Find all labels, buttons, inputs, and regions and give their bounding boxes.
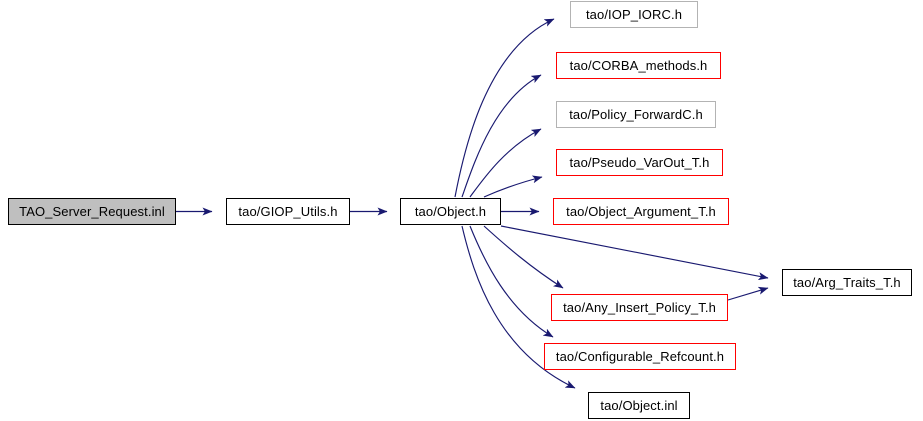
node-label: tao/GIOP_Utils.h — [238, 204, 338, 219]
node-object-argument-t-h[interactable]: tao/Object_Argument_T.h — [553, 198, 729, 225]
edge-object-to-pseudo-varout — [483, 175, 543, 198]
node-label: tao/Object.inl — [600, 398, 678, 413]
node-pseudo-varout-t-h[interactable]: tao/Pseudo_VarOut_T.h — [556, 149, 723, 176]
node-label: TAO_Server_Request.inl — [19, 204, 165, 219]
edge-object-to-configurable-refcount — [469, 225, 554, 338]
node-label: tao/Object_Argument_T.h — [566, 204, 716, 219]
node-label: tao/Arg_Traits_T.h — [793, 275, 901, 290]
edge-object-to-policy-forwardc — [469, 128, 542, 198]
node-giop-utils-h[interactable]: tao/GIOP_Utils.h — [226, 198, 350, 225]
edge-object-to-iop-iorc — [454, 18, 555, 198]
node-configurable-refcount-h[interactable]: tao/Configurable_Refcount.h — [544, 343, 736, 370]
node-object-h[interactable]: tao/Object.h — [400, 198, 501, 225]
node-label: tao/Object.h — [414, 204, 487, 219]
node-corba-methods-h[interactable]: tao/CORBA_methods.h — [556, 52, 721, 79]
node-label: tao/Any_Insert_Policy_T.h — [563, 300, 716, 315]
node-label: tao/Configurable_Refcount.h — [555, 349, 725, 364]
edge-any-insert-policy-to-arg-traits — [727, 286, 769, 301]
node-label: tao/CORBA_methods.h — [569, 58, 708, 73]
edge-object-to-any-insert-policy — [483, 225, 564, 289]
node-iop-iorc-h[interactable]: tao/IOP_IORC.h — [570, 1, 698, 28]
edge-object-to-corba-methods — [461, 74, 542, 198]
node-arg-traits-t-h[interactable]: tao/Arg_Traits_T.h — [782, 269, 912, 296]
edge-object-to-arg-traits — [500, 225, 769, 281]
node-label: tao/IOP_IORC.h — [585, 7, 683, 22]
node-tao-server-request-inl[interactable]: TAO_Server_Request.inl — [8, 198, 176, 225]
node-policy-forwardc-h[interactable]: tao/Policy_ForwardC.h — [556, 101, 716, 128]
node-label: tao/Pseudo_VarOut_T.h — [569, 155, 710, 170]
node-object-inl[interactable]: tao/Object.inl — [588, 392, 690, 419]
node-any-insert-policy-t-h[interactable]: tao/Any_Insert_Policy_T.h — [551, 294, 728, 321]
node-label: tao/Policy_ForwardC.h — [569, 107, 703, 122]
